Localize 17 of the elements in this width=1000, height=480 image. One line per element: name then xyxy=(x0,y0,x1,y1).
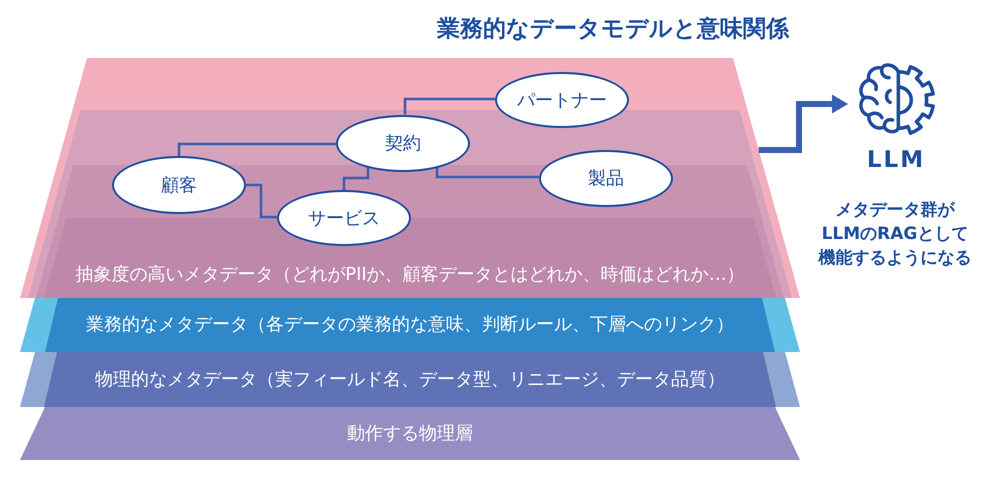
title: 業務的なデータモデルと意味関係 xyxy=(437,15,789,44)
description-text: メタデータ群がLLMのRAGとして機能するようになる xyxy=(817,199,972,270)
layer-label: 抽象度の高いメタデータ（どれがPIIか、顧客データとはどれか、時価はどれか…） xyxy=(75,263,745,287)
connector-line xyxy=(404,98,495,114)
llm-label: LLM xyxy=(866,146,926,174)
layer-label: 業務的なメタデータ（各データの業務的な意味、判断ルール、下層へのリンク） xyxy=(86,313,734,337)
layer-band xyxy=(20,407,800,460)
layer-label: 動作する物理層 xyxy=(347,422,473,446)
connector-line xyxy=(342,167,370,190)
layer-band xyxy=(20,352,800,407)
connector-line xyxy=(436,168,539,178)
layer-band xyxy=(20,58,800,298)
arrow xyxy=(758,94,848,153)
layer-label: 物理的なメタデータ（実フィールド名、データ型、リニエージ、データ品質） xyxy=(95,368,725,392)
layer-band xyxy=(20,298,800,352)
connector-line xyxy=(246,184,277,218)
connector-line xyxy=(178,142,336,156)
